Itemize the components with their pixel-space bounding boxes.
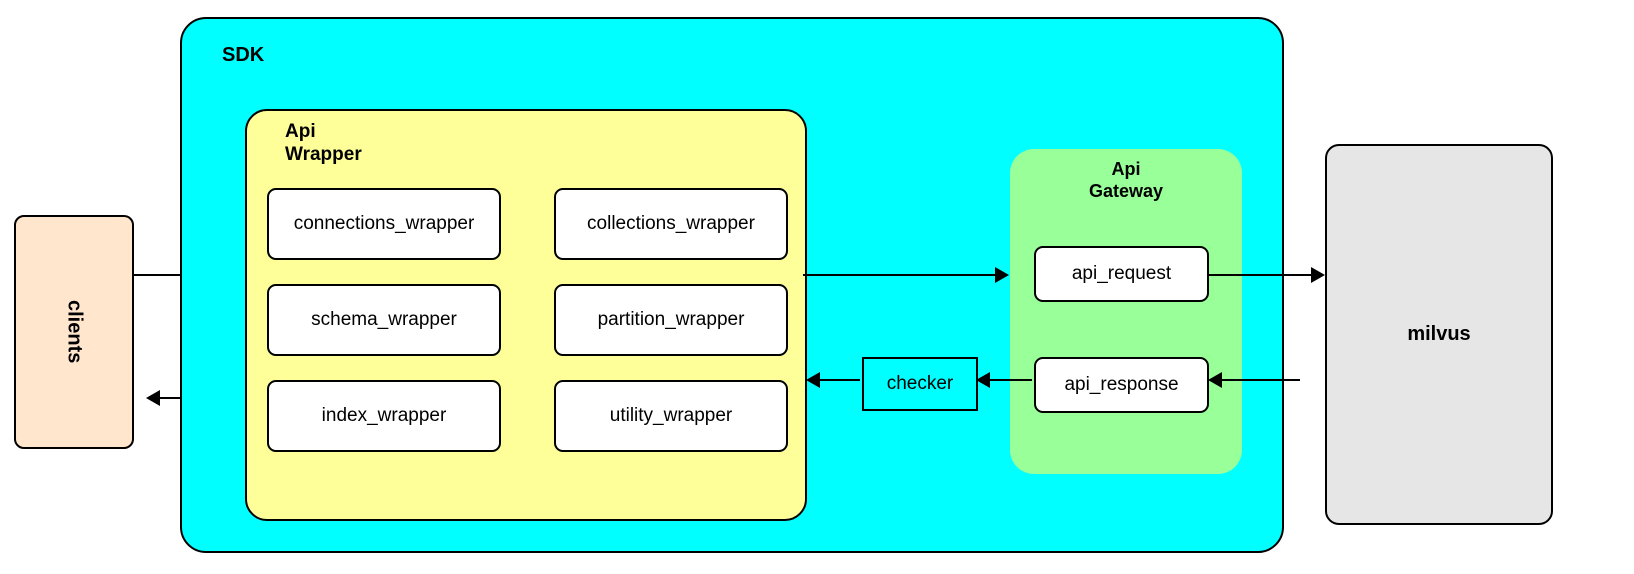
node-milvus[interactable]: milvus: [1325, 144, 1553, 525]
container-sdk: SDK Api Wrapper connections_wrapper coll…: [180, 17, 1284, 553]
arrowhead-response-to-checker-icon: [976, 372, 990, 388]
connector-request-to-milvus: [1207, 274, 1311, 276]
node-collections-wrapper[interactable]: collections_wrapper: [554, 188, 788, 260]
node-utility-wrapper[interactable]: utility_wrapper: [554, 380, 788, 452]
connector-milvus-to-response: [1222, 379, 1300, 381]
node-checker-label: checker: [886, 373, 954, 394]
arrowhead-wrapper-to-gateway-icon: [995, 267, 1009, 283]
arrowhead-milvus-to-response-icon: [1208, 372, 1222, 388]
node-index-wrapper-label: index_wrapper: [321, 405, 447, 426]
node-schema-wrapper[interactable]: schema_wrapper: [267, 284, 501, 356]
node-checker[interactable]: checker: [862, 357, 978, 411]
node-schema-wrapper-label: schema_wrapper: [311, 309, 457, 330]
connector-clients-to-sdk: [134, 274, 214, 276]
node-api-response-label: api_response: [1064, 374, 1179, 395]
node-api-request[interactable]: api_request: [1034, 246, 1209, 302]
container-api-gateway-label: Api Gateway: [1088, 159, 1164, 201]
node-milvus-label: milvus: [1407, 323, 1471, 345]
node-connections-wrapper[interactable]: connections_wrapper: [267, 188, 501, 260]
node-connections-wrapper-label: connections_wrapper: [293, 213, 475, 234]
node-api-request-label: api_request: [1071, 263, 1172, 284]
arrowhead-request-to-milvus-icon: [1311, 267, 1325, 283]
node-api-response[interactable]: api_response: [1034, 357, 1209, 413]
node-partition-wrapper[interactable]: partition_wrapper: [554, 284, 788, 356]
connector-checker-to-wrapper: [820, 379, 860, 381]
node-clients[interactable]: clients: [14, 215, 134, 449]
node-clients-label: clients: [63, 300, 86, 364]
container-sdk-label: SDK: [222, 44, 265, 66]
node-index-wrapper[interactable]: index_wrapper: [267, 380, 501, 452]
node-partition-wrapper-label: partition_wrapper: [597, 309, 745, 330]
node-utility-wrapper-label: utility_wrapper: [609, 405, 733, 426]
node-collections-wrapper-label: collections_wrapper: [587, 213, 755, 234]
arrowhead-sdk-to-clients-icon: [146, 390, 160, 406]
connector-wrapper-to-gateway: [803, 274, 995, 276]
container-api-gateway: Api Gateway api_request api_response: [1010, 149, 1242, 474]
connector-response-to-checker: [990, 379, 1032, 381]
container-api-wrapper-label: Api Wrapper: [285, 121, 362, 165]
container-api-wrapper: Api Wrapper connections_wrapper collecti…: [245, 109, 807, 521]
arrowhead-checker-to-wrapper-icon: [806, 372, 820, 388]
